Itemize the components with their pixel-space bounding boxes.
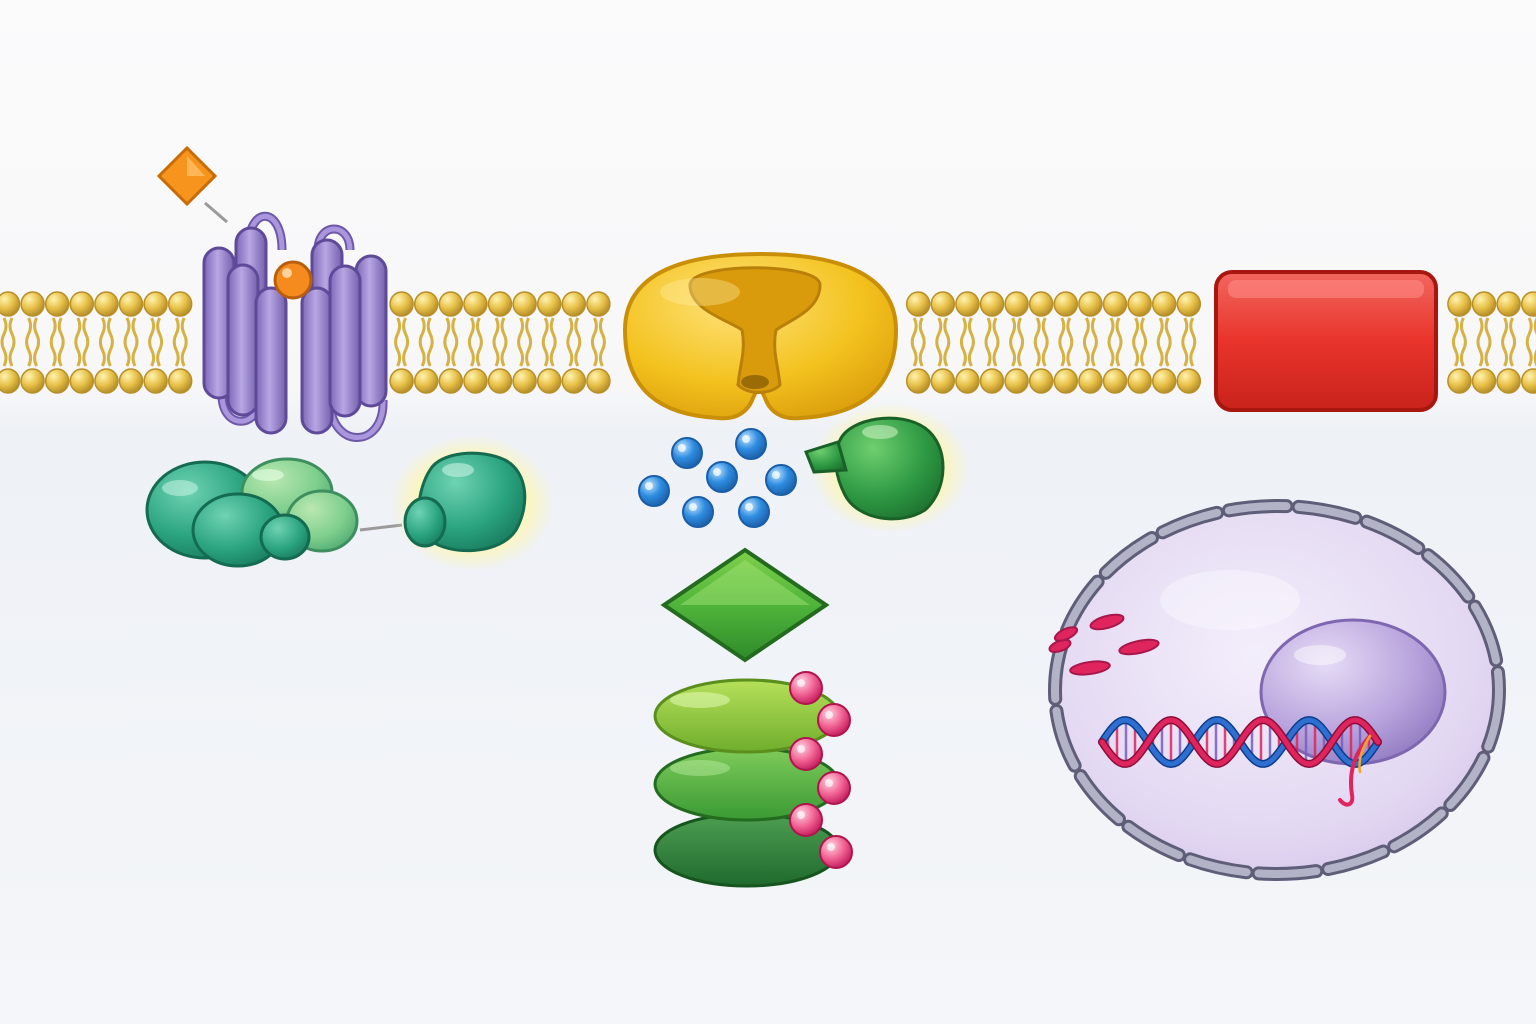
lipid-head-outer bbox=[94, 291, 119, 317]
phosphate-icon bbox=[789, 737, 823, 771]
lipid-head-inner bbox=[1078, 368, 1103, 394]
lipid-head-inner bbox=[167, 368, 193, 394]
lipid-head-inner bbox=[0, 368, 21, 394]
ion-icon bbox=[765, 464, 797, 496]
lipid-head-inner bbox=[1496, 368, 1521, 394]
lipid-head-outer bbox=[1447, 291, 1472, 317]
lipid-head-outer bbox=[1028, 291, 1054, 317]
phosphate-icon bbox=[789, 803, 823, 837]
mrna-fragments bbox=[1048, 613, 1160, 676]
lipid-head-inner bbox=[979, 368, 1005, 394]
phosphate-icon bbox=[817, 703, 851, 737]
lipid-head-outer bbox=[1127, 291, 1152, 317]
lipid-head-outer bbox=[1496, 291, 1521, 317]
phosphate-icon bbox=[819, 835, 853, 869]
lipid-head-inner bbox=[20, 368, 45, 394]
lipid-head-outer bbox=[413, 291, 439, 317]
g-protein-complex bbox=[145, 457, 403, 568]
dna-strand-red bbox=[1099, 717, 1381, 767]
lipid-head-outer bbox=[167, 291, 193, 317]
ion-icon bbox=[735, 428, 767, 460]
lipid-head-inner bbox=[536, 368, 562, 394]
ion-icon bbox=[671, 437, 703, 469]
lipid-head-outer bbox=[930, 291, 956, 317]
lipid-head-inner bbox=[118, 368, 144, 394]
lipid-head-inner bbox=[930, 368, 956, 394]
lipid-head-inner bbox=[1028, 368, 1054, 394]
ligand-diamond-icon bbox=[156, 145, 228, 224]
lipid-head-inner bbox=[438, 368, 464, 394]
lipid-head-inner bbox=[94, 368, 119, 394]
lipid-head-outer bbox=[561, 291, 587, 317]
phosphorylated-protein-stack bbox=[653, 678, 841, 888]
kinase-protein bbox=[804, 403, 970, 533]
lipid-head-inner bbox=[1471, 368, 1497, 394]
lipid-head-outer bbox=[1078, 291, 1103, 317]
lipid-head-outer bbox=[586, 291, 611, 317]
mrna-strand bbox=[1338, 732, 1374, 807]
lipid-head-outer bbox=[955, 291, 980, 317]
lipid-head-outer bbox=[1176, 291, 1202, 317]
lipid-head-inner bbox=[905, 368, 931, 394]
lipid-head-outer bbox=[143, 291, 168, 317]
lipid-head-outer bbox=[1151, 291, 1177, 317]
lipid-head-outer bbox=[389, 291, 414, 317]
gpcr-receptor bbox=[202, 211, 388, 442]
lipid-head-outer bbox=[118, 291, 144, 317]
lipid-head-inner bbox=[1151, 368, 1177, 394]
lipid-head-inner bbox=[1053, 368, 1079, 394]
lipid-bilayer bbox=[0, 291, 1536, 394]
lipid-head-inner bbox=[1004, 368, 1029, 394]
lipid-head-inner bbox=[955, 368, 980, 394]
second-messenger-diamond bbox=[660, 547, 830, 663]
ligand-ball-icon bbox=[273, 260, 313, 300]
receptor-tyrosine-kinase bbox=[1214, 270, 1438, 412]
lipid-head-inner bbox=[44, 368, 70, 394]
ion-channel bbox=[622, 251, 899, 421]
phosphate-icon bbox=[789, 671, 823, 705]
effector-protein bbox=[390, 435, 554, 571]
ion-icon bbox=[706, 461, 738, 493]
lipid-head-outer bbox=[438, 291, 464, 317]
lipid-head-outer bbox=[536, 291, 562, 317]
lipid-head-outer bbox=[979, 291, 1005, 317]
lipid-head-inner bbox=[561, 368, 587, 394]
lipid-head-outer bbox=[1471, 291, 1497, 317]
ion-icon bbox=[738, 496, 770, 528]
lipid-head-inner bbox=[586, 368, 611, 394]
lipid-head-inner bbox=[143, 368, 168, 394]
lipid-head-outer bbox=[905, 291, 931, 317]
ion-icon bbox=[682, 496, 714, 528]
lipid-head-inner bbox=[512, 368, 537, 394]
dna-helix bbox=[1098, 715, 1382, 807]
lipid-head-inner bbox=[1176, 368, 1202, 394]
lipid-head-outer bbox=[487, 291, 513, 317]
lipid-head-outer bbox=[20, 291, 45, 317]
lipid-head-outer bbox=[1102, 291, 1128, 317]
lipid-head-inner bbox=[1127, 368, 1152, 394]
lipid-head-inner bbox=[463, 368, 488, 394]
lipid-head-outer bbox=[1520, 291, 1536, 317]
lipid-head-outer bbox=[0, 291, 21, 317]
lipid-head-outer bbox=[512, 291, 537, 317]
lipid-head-outer bbox=[69, 291, 95, 317]
lipid-head-inner bbox=[413, 368, 439, 394]
lipid-head-inner bbox=[1520, 368, 1536, 394]
ions-cluster bbox=[638, 428, 797, 528]
lipid-head-inner bbox=[1102, 368, 1128, 394]
lipid-head-inner bbox=[487, 368, 513, 394]
lipid-head-outer bbox=[1004, 291, 1029, 317]
lipid-head-inner bbox=[389, 368, 414, 394]
lipid-head-outer bbox=[463, 291, 488, 317]
lipid-head-inner bbox=[69, 368, 95, 394]
nucleus bbox=[1048, 499, 1506, 881]
phosphate-icon bbox=[817, 771, 851, 805]
lipid-head-outer bbox=[1053, 291, 1079, 317]
lipid-head-inner bbox=[1447, 368, 1472, 394]
lipid-head-outer bbox=[44, 291, 70, 317]
phosphate-groups bbox=[789, 671, 853, 869]
ion-icon bbox=[638, 475, 670, 507]
